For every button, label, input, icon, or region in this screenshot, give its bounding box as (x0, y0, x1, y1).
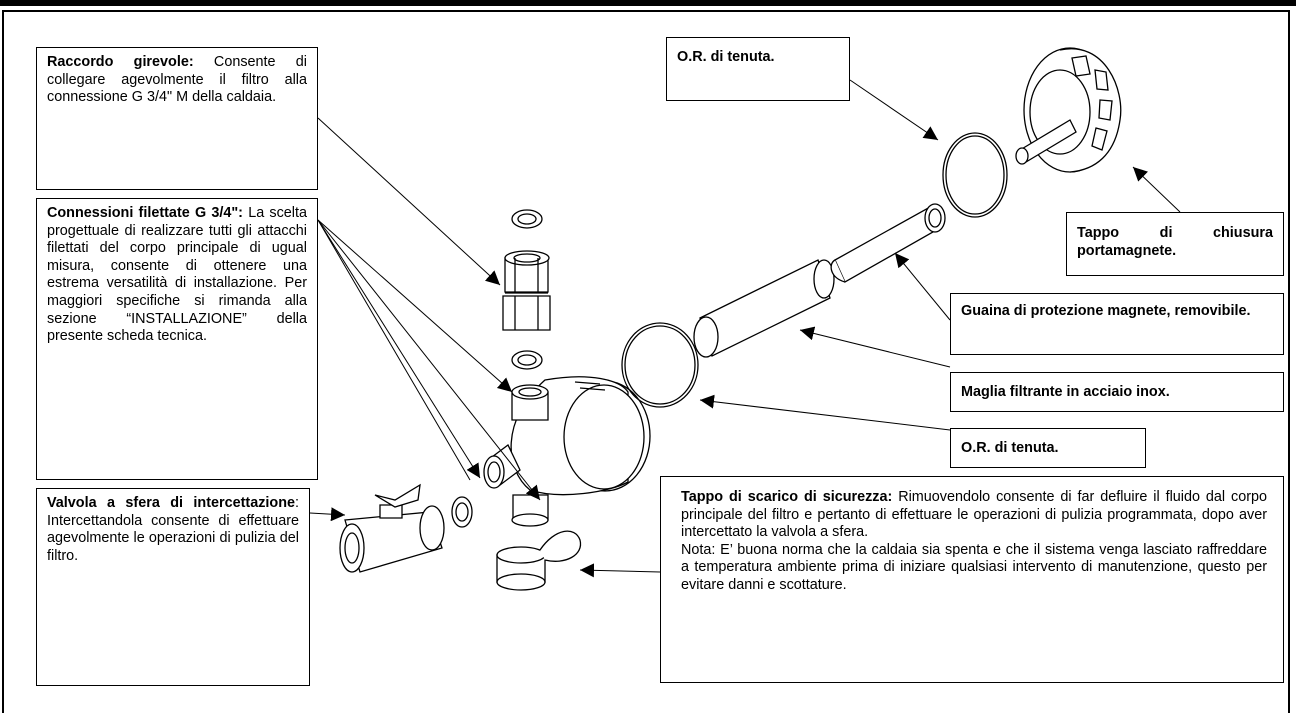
leader-tappo-scarico (579, 563, 661, 578)
label-text: Rimuovendolo consente di far defluire il… (681, 489, 1268, 541)
label-text: Consente di collegare agevolmente il fil… (47, 54, 307, 106)
label-title: O.R. di tenuta. (961, 440, 1059, 456)
label-title: Tappo di scarico di sicurezza: (681, 489, 893, 505)
top-rule (0, 0, 1296, 6)
leader-valvola (309, 507, 346, 522)
washer-left (451, 496, 473, 528)
label-title: Maglia filtrante in acciaio inox. (961, 384, 1170, 400)
diagram-frame (2, 10, 1290, 713)
label-colon: : (295, 495, 299, 511)
leader-guaina (894, 252, 951, 321)
magnet-holder-cap (1015, 47, 1122, 173)
oring-large-bottom (621, 322, 699, 408)
magnet-sleeve (830, 203, 946, 283)
label-tappo-scarico: Tappo di scarico di sicurezza: Rimuovend… (660, 476, 1284, 683)
leader-conn-top (317, 219, 513, 393)
label-valvola-sfera: Valvola a sfera di intercettazione: Inte… (36, 488, 310, 686)
washer-middle (511, 350, 543, 370)
label-raccordo-girevole: Raccordo girevole: Consente di collegare… (36, 47, 318, 190)
label-text: Intercettandola consente di effettuare a… (47, 512, 299, 564)
filter-mesh-cylinder (693, 259, 835, 358)
leader-raccordo (317, 117, 501, 286)
label-title: Valvola a sfera di intercettazione (47, 495, 295, 511)
label-or-tenuta-top: O.R. di tenuta. (666, 37, 850, 101)
label-title: Raccordo girevole: (47, 54, 194, 70)
leader-conn-bottom (317, 219, 541, 501)
label-title: Connessioni filettate G 3/4": (47, 205, 243, 221)
leader-or-top (849, 79, 939, 141)
main-filter-body (483, 376, 651, 527)
label-maglia-filtrante: Maglia filtrante in acciaio inox. (950, 372, 1284, 412)
label-text: La scelta progettuale di realizzare tutt… (47, 205, 307, 345)
label-tappo-chiusura: Tappo di chiusura portamagnete. (1066, 212, 1284, 276)
leader-maglia (799, 326, 951, 368)
label-title: Guaina di protezione magnete, removibile… (961, 303, 1251, 319)
drain-cap (496, 530, 582, 591)
label-title: Tappo di chiusura portamagnete. (1077, 225, 1273, 259)
leader-conn-left2 (317, 219, 471, 481)
label-title: O.R. di tenuta. (677, 49, 775, 65)
leader-or-bottom (699, 394, 951, 431)
label-note: Nota: E’ buona norma che la caldaia sia … (681, 541, 1267, 593)
leader-lines (309, 79, 1181, 578)
leader-tappo-chiusura (1132, 166, 1181, 213)
ball-valve (339, 483, 445, 573)
label-guaina-protezione: Guaina di protezione magnete, removibile… (950, 293, 1284, 355)
label-or-tenuta-bottom: O.R. di tenuta. (950, 428, 1146, 468)
label-connessioni-filettate: Connessioni filettate G 3/4": La scelta … (36, 198, 318, 480)
swivel-fitting (502, 250, 551, 331)
washer-top (511, 209, 543, 229)
oring-large-top (942, 132, 1008, 218)
leader-conn-left (317, 219, 481, 479)
